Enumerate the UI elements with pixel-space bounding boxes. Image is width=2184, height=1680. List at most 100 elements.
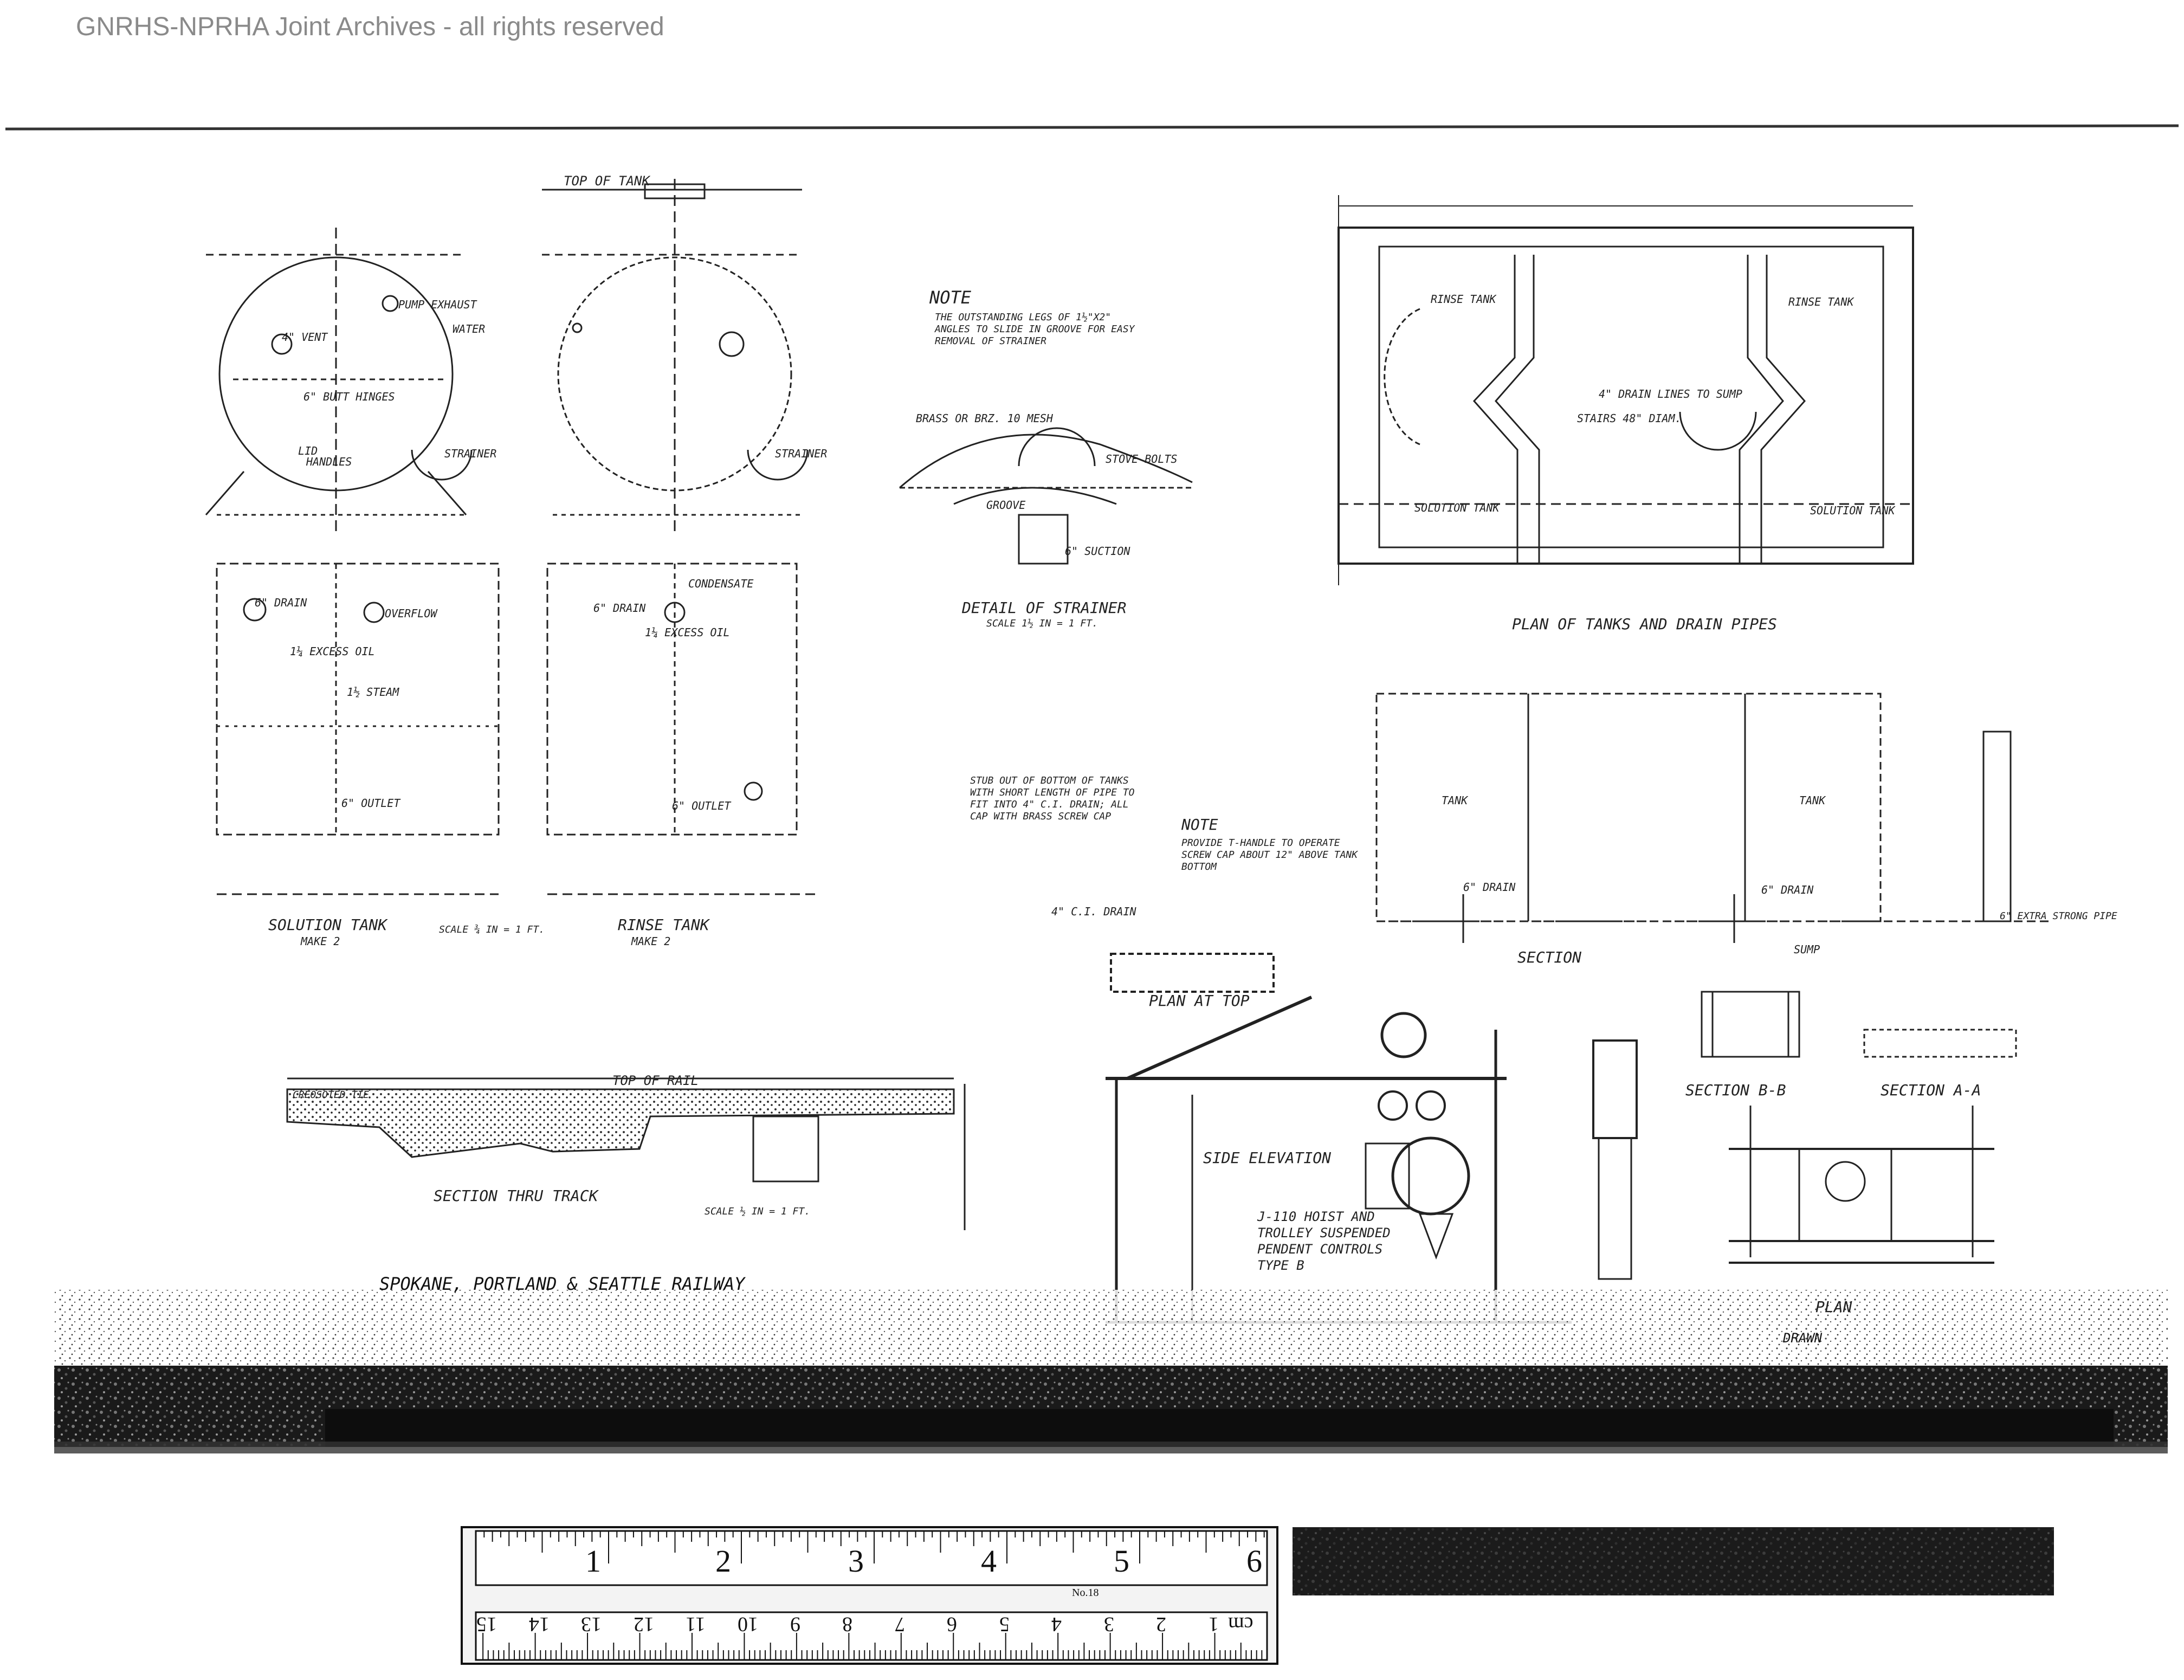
rinse-tank-side-view (546, 563, 818, 895)
rinse-tank-quantity: MAKE 2 (631, 935, 671, 948)
ruler-cm-number: 11 (685, 1613, 706, 1636)
section-a-a-title: SECTION A-A (1881, 1081, 1981, 1099)
solution-tank-plan-label-2: SOLUTION TANK (1810, 504, 1895, 517)
rinse-tank-plan-label-2: RINSE TANK (1788, 295, 1854, 308)
ruler-cm-number: 9 (790, 1613, 800, 1636)
section-thru-track (286, 1077, 966, 1230)
stairs-label: STAIRS 48" DIAM. (1577, 412, 1682, 425)
rinse-tank-plan-label-1: RINSE TANK (1431, 293, 1496, 306)
excess-oil-label-1: 1¼ EXCESS OIL (290, 645, 375, 658)
ruler-inch-4: 4 (981, 1543, 997, 1579)
ruler-inch-3: 3 (848, 1543, 864, 1579)
drain-label: 6" DRAIN (255, 596, 307, 609)
measuring-ruler (461, 1526, 1278, 1665)
water-label: WATER (453, 322, 486, 335)
note-heading: NOTE (929, 287, 972, 308)
track-scale-label: SCALE ½ IN = 1 FT. (705, 1206, 811, 1217)
ruler-cm-number: 4 (1051, 1613, 1062, 1636)
ruler-cm-number: 6 (947, 1613, 958, 1636)
ruler-cm-number: 7 (894, 1613, 905, 1636)
solution-tank-quantity: MAKE 2 (301, 935, 340, 948)
archive-watermark: GNRHS-NPRHA Joint Archives - all rights … (76, 12, 664, 41)
plan-of-tanks-title: PLAN OF TANKS AND DRAIN PIPES (1512, 615, 1777, 633)
hoist-label: J-110 HOIST AND TROLLEY SUSPENDED PENDEN… (1257, 1209, 1391, 1273)
ruler-cm-number: 14 (528, 1613, 550, 1636)
solution-tank-side-view (216, 563, 500, 895)
ruler-inch-1: 1 (585, 1543, 601, 1579)
section-title: SECTION (1517, 948, 1582, 966)
ruler-cm-number: 10 (738, 1613, 759, 1636)
note-text: THE OUTSTANDING LEGS OF 1½"X2" ANGLES TO… (935, 312, 1135, 347)
section-b-b (1592, 991, 1800, 1280)
steam-label: 1½ STEAM (347, 686, 399, 699)
plan-title: PLAN (1815, 1298, 1852, 1316)
ruler-model: No.18 (1072, 1587, 1099, 1599)
section-drain-label-1: 6" DRAIN (1463, 881, 1516, 894)
overflow-label: OVERFLOW (385, 607, 437, 620)
brass-mesh-label: BRASS OR BRZ. 10 MESH (916, 412, 1053, 425)
rinse-tank-end-view (542, 179, 809, 531)
condensate-label: CONDENSATE (688, 577, 754, 590)
section-drain-label-2: 6" DRAIN (1761, 883, 1814, 896)
groove-label: GROOVE (986, 499, 1026, 512)
ruler-cm-number: 2 (1156, 1613, 1167, 1636)
ruler-cm-number: 13 (581, 1613, 602, 1636)
tank-label-2: TANK (1799, 794, 1826, 807)
creosoted-tie-label: CREOSOTED TIE (293, 1089, 369, 1101)
ruler-cm-prefix: cm (1227, 1613, 1253, 1636)
excess-oil-label-2: 1¼ EXCESS OIL (645, 626, 730, 639)
vent-label: 4" VENT (282, 331, 328, 344)
scale-label-1: SCALE ¾ IN = 1 FT. (439, 924, 545, 935)
section-b-b-title: SECTION B-B (1685, 1081, 1786, 1099)
outlet-label-1: 6" OUTLET (341, 797, 400, 810)
ruler-cm-number: 5 (999, 1613, 1010, 1636)
section-a-a-and-plan (1729, 1029, 2017, 1264)
pump-exhaust-label: PUMP EXHAUST (398, 298, 477, 311)
sheet-border-top (5, 124, 2179, 131)
ruler-cm-number: 15 (476, 1613, 497, 1636)
rinse-tank-title: RINSE TANK (618, 916, 709, 934)
solution-tank-end-view (205, 228, 473, 531)
ci-drain-label: 4" C.I. DRAIN (1051, 905, 1136, 918)
ruler-inch-2: 2 (715, 1543, 731, 1579)
tank-label-1: TANK (1442, 794, 1468, 807)
strainer-label-1: STRAINER (444, 447, 497, 460)
degraded-edge (54, 1290, 2168, 1453)
suction-label: 6" SUCTION (1065, 545, 1130, 558)
section-thru-track-title: SECTION THRU TRACK (434, 1187, 598, 1205)
stove-bolts-label: STOVE BOLTS (1106, 453, 1178, 466)
sump-label: SUMP (1794, 943, 1820, 956)
solution-tank-plan-label-1: SOLUTION TANK (1414, 501, 1500, 514)
ruler-inch-6: 6 (1246, 1543, 1262, 1579)
solution-tank-title: SOLUTION TANK (268, 916, 387, 934)
handles-label: HANDLES (306, 455, 352, 468)
drain-lines-label: 4" DRAIN LINES TO SUMP (1599, 387, 1742, 400)
outlet-label-2: 6" OUTLET (672, 799, 731, 812)
plan-at-top-title: PLAN AT TOP (1149, 992, 1250, 1010)
detail-strainer-scale: SCALE 1½ IN = 1 FT. (986, 618, 1098, 629)
strainer-detail (899, 427, 1193, 565)
side-elevation-title: SIDE ELEVATION (1203, 1149, 1332, 1167)
butt-hinges-label: 6" BUTT HINGES (303, 390, 395, 403)
ruler-cm-number: 12 (633, 1613, 654, 1636)
tank-section-view (1375, 693, 2049, 943)
railway-title-block: SPOKANE, PORTLAND & SEATTLE RAILWAY (379, 1274, 745, 1294)
stub-note: STUB OUT OF BOTTOM OF TANKS WITH SHORT L… (970, 775, 1135, 822)
note2-text: PROVIDE T-HANDLE TO OPERATE SCREW CAP AB… (1181, 837, 1358, 873)
drain-label-2: 6" DRAIN (593, 602, 646, 615)
top-of-tank-label: TOP OF TANK (564, 173, 650, 189)
plan-of-tanks (1337, 195, 1914, 585)
detail-strainer-title: DETAIL OF STRAINER (962, 599, 1127, 617)
ruler-cm-number: 1 (1208, 1613, 1219, 1636)
lid-label: LID (298, 444, 318, 457)
ruler-cm-number: 3 (1103, 1613, 1114, 1636)
extra-strong-pipe-label: 6" EXTRA STRONG PIPE (2000, 910, 2117, 922)
strainer-label-2: STRAINER (775, 447, 828, 460)
color-strip (1293, 1527, 2054, 1595)
drawn-label: DRAWN (1783, 1330, 1823, 1346)
ruler-cm-number: 8 (842, 1613, 853, 1636)
top-of-rail-label: TOP OF RAIL (612, 1073, 699, 1088)
note2-heading: NOTE (1181, 816, 1218, 833)
ruler-inch-5: 5 (1114, 1543, 1129, 1579)
